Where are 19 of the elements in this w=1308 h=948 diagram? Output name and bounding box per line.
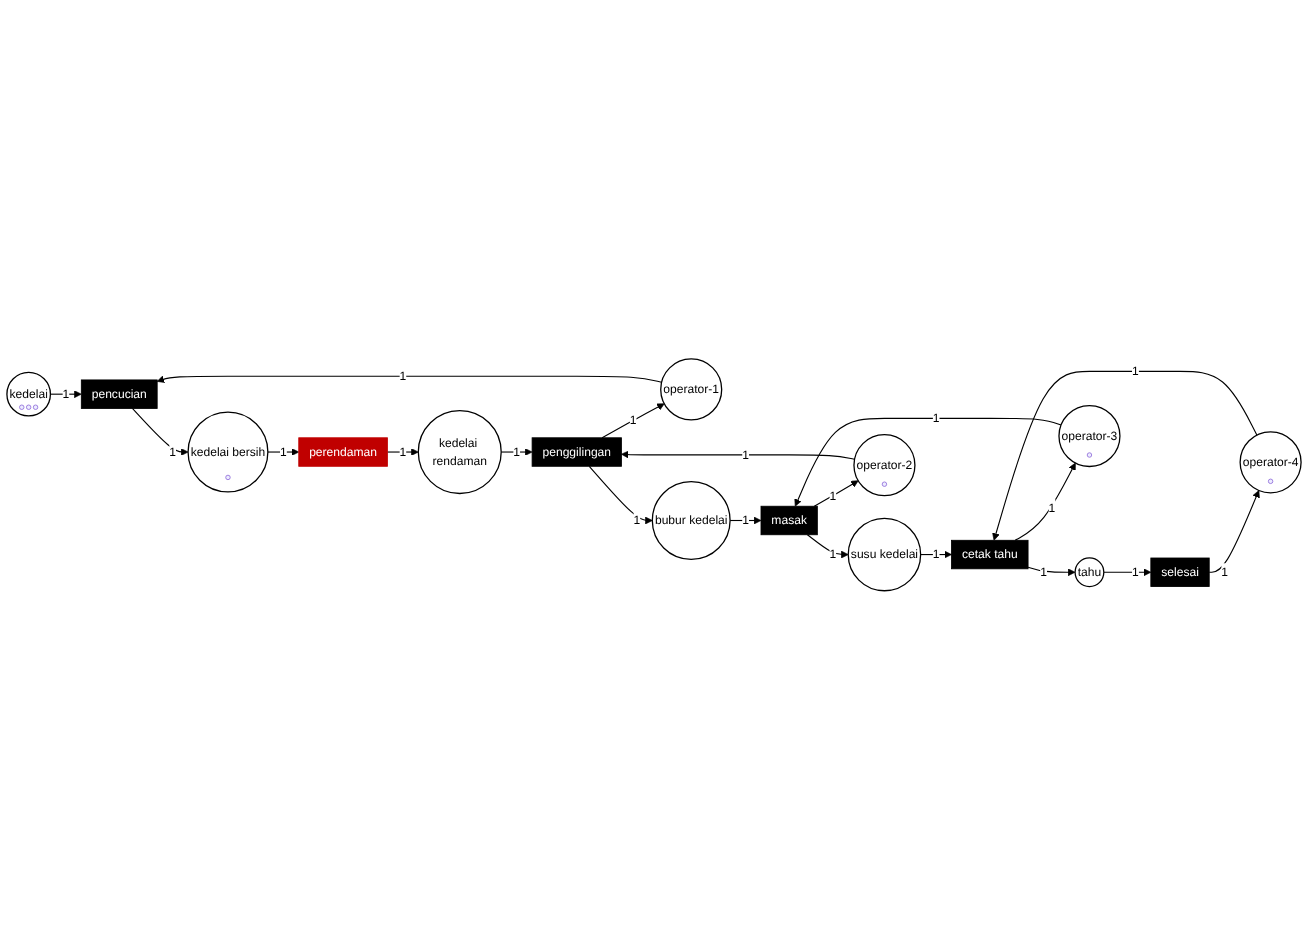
arrow bbox=[601, 402, 665, 438]
arrow bbox=[1103, 567, 1152, 576]
arrow bbox=[156, 374, 663, 382]
arrow bbox=[131, 407, 189, 455]
arrow bbox=[806, 533, 849, 558]
arrow bbox=[588, 464, 653, 524]
arrow bbox=[621, 449, 856, 459]
arrow bbox=[49, 389, 82, 398]
arrow bbox=[813, 479, 859, 506]
arrow bbox=[729, 515, 762, 524]
arrow bbox=[992, 370, 1258, 540]
arrow bbox=[794, 416, 1062, 506]
arrow bbox=[1027, 565, 1076, 576]
arrow bbox=[1014, 461, 1076, 540]
arrow bbox=[267, 447, 300, 455]
arrow bbox=[500, 447, 533, 455]
arrow bbox=[386, 447, 419, 455]
arrow bbox=[1208, 489, 1260, 572]
arrow bbox=[920, 549, 952, 558]
